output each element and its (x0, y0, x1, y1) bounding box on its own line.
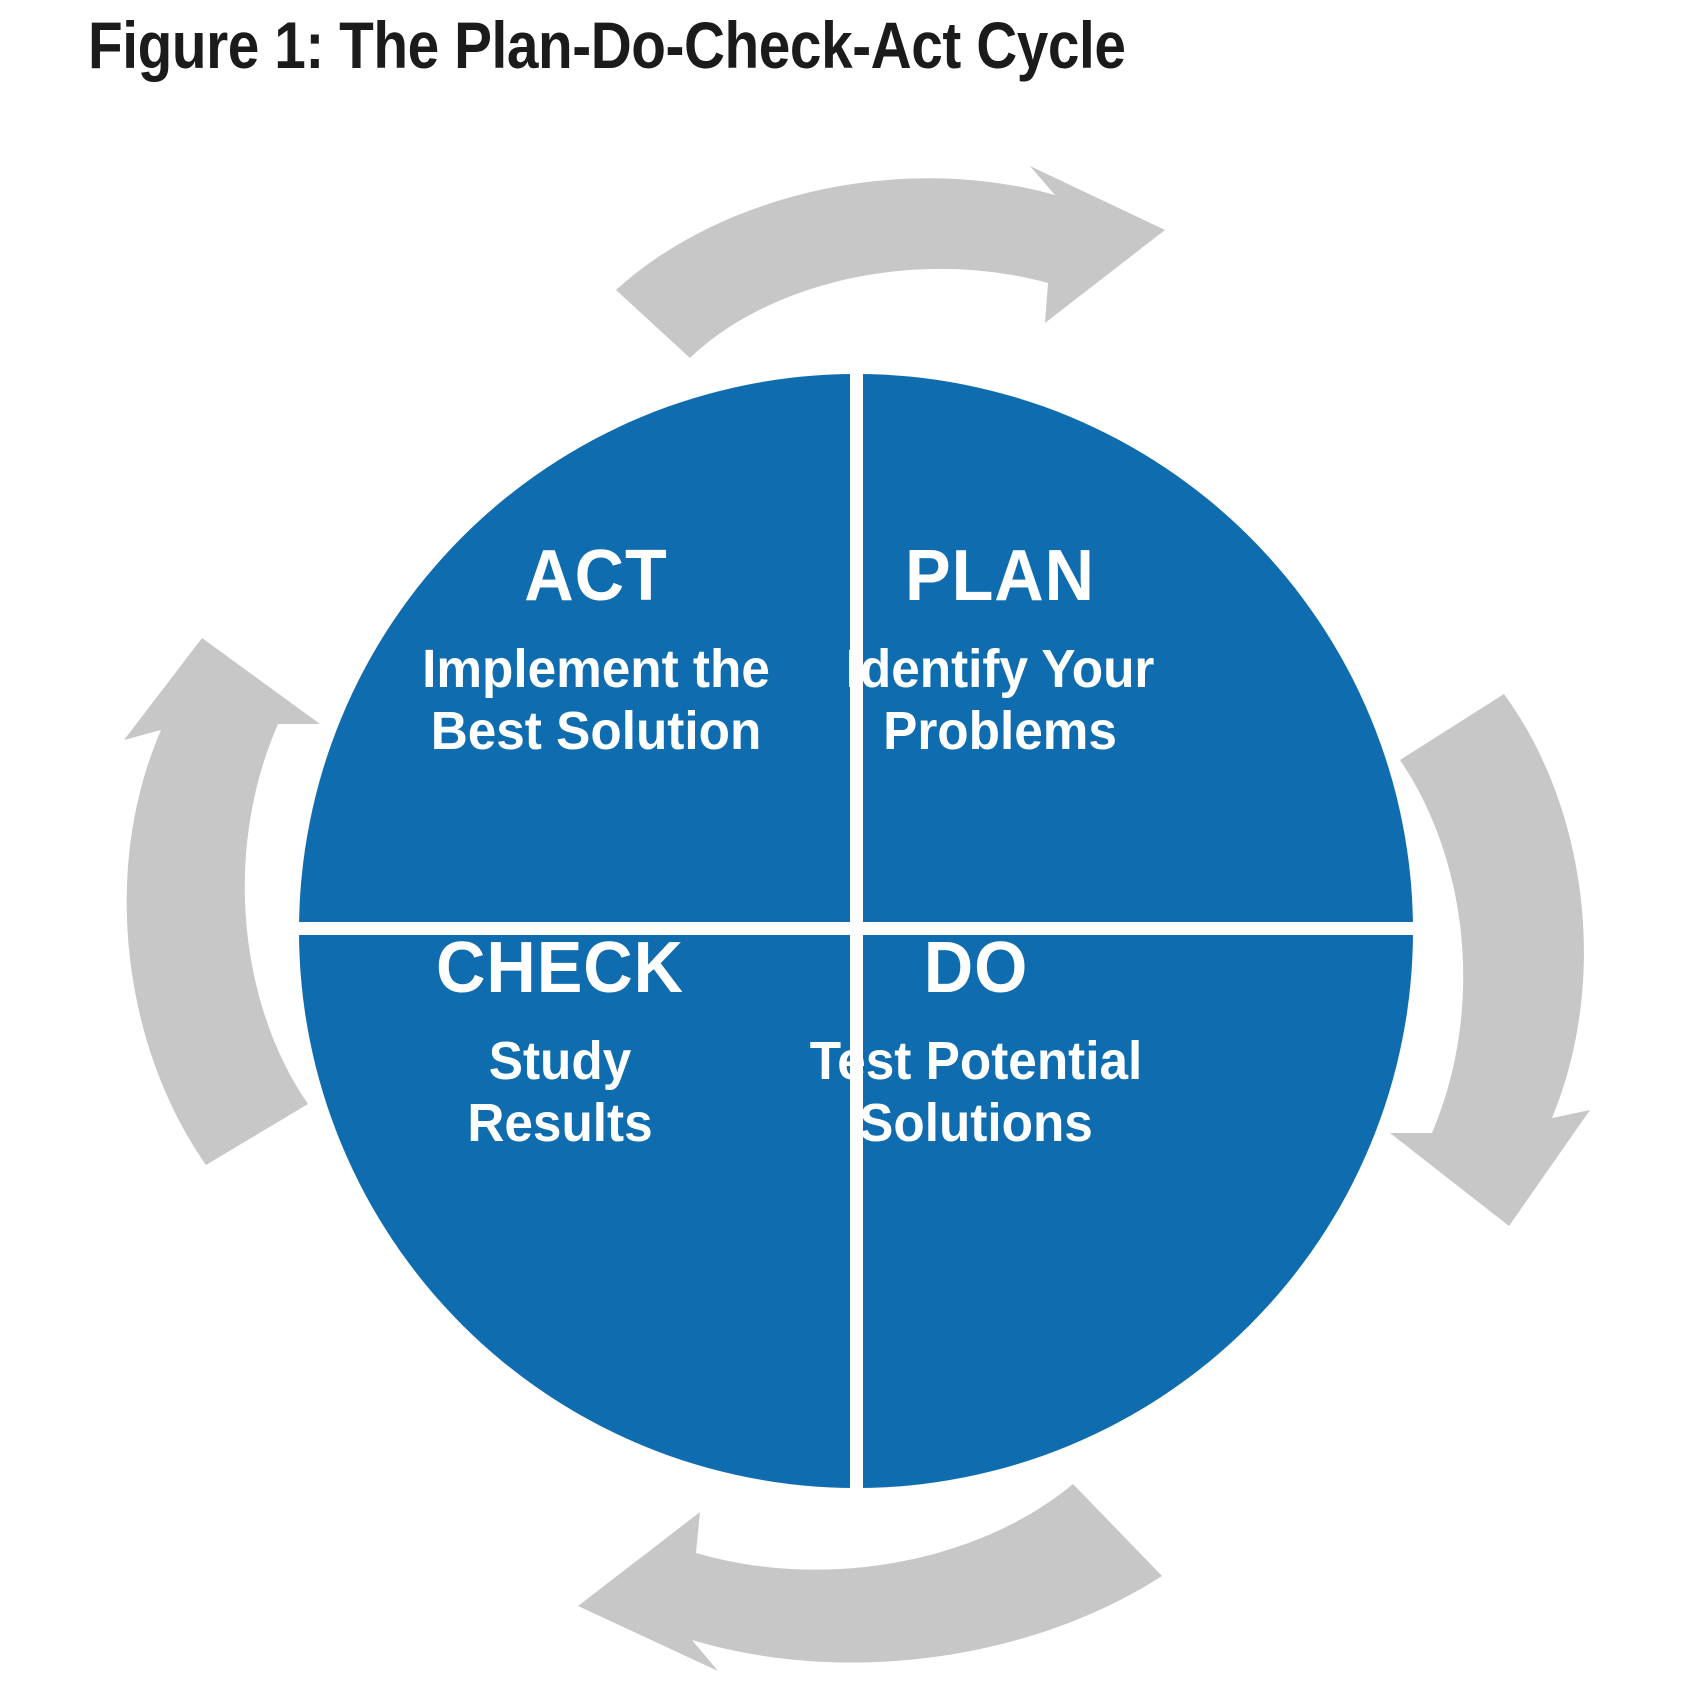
quadrant-do-description-line1: Test Potential (809, 1031, 1143, 1091)
quadrant-plan-title: PLAN (905, 536, 1095, 616)
quadrant-plan[interactable]: PLAN Identify Your Problems (740, 536, 1260, 762)
quadrant-act-description-line2: Best Solution (430, 701, 762, 761)
arrow-right-downward-icon (1390, 694, 1590, 1226)
quadrant-do-title: DO (923, 928, 1029, 1008)
quadrant-check-description-line1: Study (488, 1031, 632, 1091)
quadrant-do-description: Test Potential Solutions (729, 1030, 1223, 1154)
quadrant-act-description-line1: Implement the (422, 639, 770, 699)
quadrant-plan-description-line1: Identify Your (845, 639, 1155, 699)
quadrant-plan-description-line2: Problems (883, 701, 1117, 761)
quadrant-check[interactable]: CHECK Study Results (300, 928, 820, 1154)
quadrant-check-title: CHECK (436, 928, 684, 1008)
arrow-top-rightward-icon (616, 166, 1165, 358)
arrow-bottom-leftward-icon (578, 1484, 1162, 1671)
cycle-arrows-group (124, 166, 1590, 1671)
quadrant-check-description: Study Results (313, 1030, 807, 1154)
quadrant-plan-description: Identify Your Problems (753, 638, 1247, 762)
quadrant-do-description-line2: Solutions (859, 1093, 1093, 1153)
quadrant-act[interactable]: ACT Implement the Best Solution (336, 536, 856, 762)
wheel-divider-horizontal (293, 922, 1419, 935)
quadrant-check-description-line2: Results (467, 1093, 653, 1153)
arrow-left-upward-icon (124, 638, 320, 1165)
quadrant-act-description: Implement the Best Solution (349, 638, 843, 762)
cycle-wheel-group (293, 368, 1419, 1494)
quadrant-act-title: ACT (524, 536, 668, 616)
quadrant-do[interactable]: DO Test Potential Solutions (716, 928, 1236, 1154)
page-title: Figure 1: The Plan-Do-Check-Act Cycle (88, 8, 1126, 82)
